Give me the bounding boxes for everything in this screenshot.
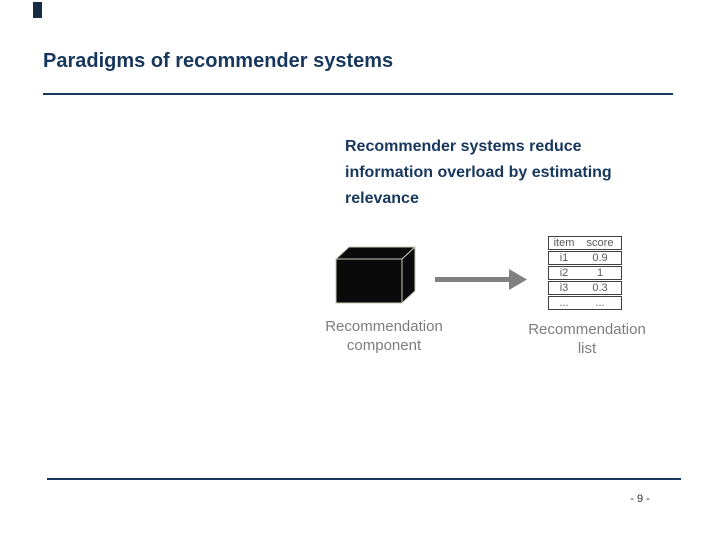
- column-header-score: score: [586, 237, 614, 249]
- list-label-line-1: Recommendation: [528, 321, 646, 338]
- callout-text: Recommender systems reduce information o…: [345, 134, 665, 212]
- page-title: Paradigms of recommender systems: [43, 50, 394, 72]
- recommendation-component-box-icon: [334, 245, 417, 305]
- cell-item: ...: [559, 297, 569, 309]
- page-number: - 9 -: [630, 493, 650, 505]
- list-label-line-2: list: [577, 340, 597, 357]
- title-underline: [43, 93, 673, 95]
- list-label: Recommendation list: [521, 320, 653, 358]
- component-label-line-1: Recommendation: [325, 318, 443, 335]
- cell-score: ...: [595, 297, 605, 309]
- table-row: ... ...: [548, 296, 622, 310]
- cell-item: i3: [559, 282, 569, 294]
- table-row: i2 1: [548, 266, 622, 280]
- cell-item: i1: [559, 252, 569, 264]
- cell-score: 1: [596, 267, 604, 279]
- table-row: i3 0.3: [548, 281, 622, 295]
- footer-rule: [47, 478, 681, 480]
- component-label-line-2: component: [346, 337, 422, 354]
- component-label: Recommendation component: [318, 317, 450, 355]
- table-header-row: item score: [548, 236, 622, 250]
- corner-accent-mark: [33, 2, 42, 18]
- recommendation-table: item score i1 0.9 i2 1 i3 0.3 ... ...: [548, 236, 622, 311]
- cell-score: 0.9: [592, 252, 608, 264]
- table-row: i1 0.9: [548, 251, 622, 265]
- callout-line-2: information overload by estimating: [345, 164, 612, 181]
- cell-item: i2: [559, 267, 569, 279]
- cell-score: 0.3: [592, 282, 608, 294]
- callout-line-1: Recommender systems reduce: [345, 138, 582, 155]
- flow-arrow-icon: [435, 269, 527, 290]
- column-header-item: item: [553, 237, 575, 249]
- callout-line-3: relevance: [345, 190, 419, 207]
